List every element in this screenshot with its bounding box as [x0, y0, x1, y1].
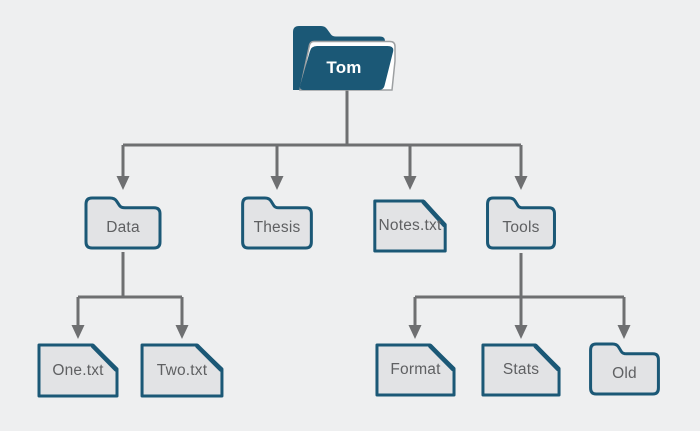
folder-label: Tom [326, 58, 362, 77]
folder-label: Data [106, 219, 140, 236]
file-icon [140, 343, 224, 398]
arrowhead-data [116, 176, 130, 190]
arrowhead-format [408, 325, 422, 339]
arrowhead-one-txt [71, 325, 85, 339]
folder-old: Old [586, 339, 663, 399]
file-label: Two.txt [156, 361, 208, 379]
folder-label: Tools [502, 219, 540, 236]
arrowhead-thesis [270, 176, 284, 190]
folder-tools: Tools [483, 193, 559, 253]
arrowhead-stats [514, 325, 528, 339]
file-stats: Stats [481, 343, 561, 397]
open-folder-icon [293, 26, 396, 91]
folder-thesis: Thesis [238, 193, 316, 253]
file-format: Format [375, 343, 456, 397]
folder-label: Thesis [253, 219, 301, 236]
file-label: Stats [502, 361, 540, 378]
folder-label: Old [612, 365, 637, 382]
folder-icon [586, 339, 663, 399]
file-one-txt: One.txt [37, 343, 119, 398]
file-icon [375, 343, 456, 397]
arrowhead-tools [514, 176, 528, 190]
connector-drops-level1 [121, 145, 523, 177]
arrowhead-two-txt [175, 325, 189, 339]
arrowhead-old [617, 325, 631, 339]
folder-icon [483, 193, 559, 253]
file-two-txt: Two.txt [140, 343, 224, 398]
folder-icon [238, 193, 316, 253]
file-notes-txt: Notes.txt [373, 199, 447, 253]
connector-drops-tools [413, 297, 626, 326]
file-icon [37, 343, 119, 398]
arrowhead-notes [403, 176, 417, 190]
folder-tom: Tom [288, 16, 400, 96]
connector-drops-data [76, 297, 184, 326]
file-label: Format [390, 361, 441, 378]
file-label: One.txt [52, 361, 104, 379]
file-icon [481, 343, 561, 397]
file-icon [373, 199, 447, 253]
folder-icon [81, 193, 165, 253]
folder-data: Data [81, 193, 165, 253]
file-label: Notes.txt [378, 217, 442, 234]
